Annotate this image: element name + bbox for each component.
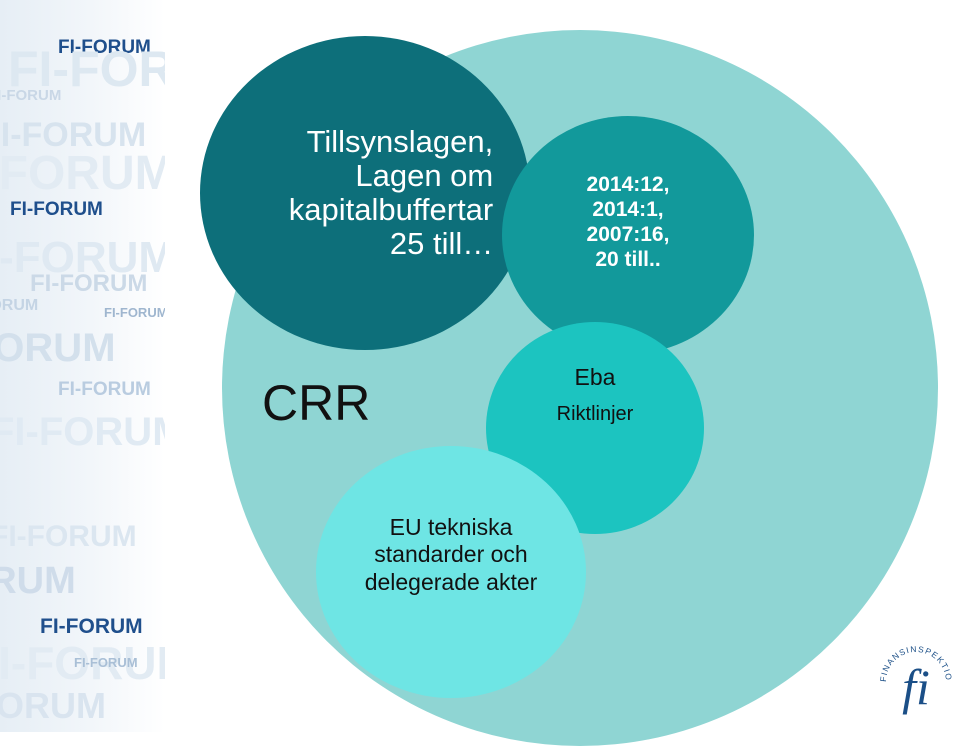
- watermark-text: FI-FORUM: [0, 410, 165, 454]
- watermark-text: FI-FORUM: [8, 41, 165, 97]
- regulations-label: 2014:12, 2014:1, 2007:16, 20 till..: [586, 172, 670, 272]
- watermark: FI-FORUM: [0, 562, 76, 600]
- watermark: FI-FORUM: [0, 688, 106, 724]
- watermark-text: FI-FORUM: [0, 297, 39, 314]
- logo-monogram: fi: [902, 659, 930, 715]
- watermark: FI-FORUM: [0, 118, 146, 152]
- watermark-text: FI-FORUM: [10, 199, 103, 220]
- watermark-text: FI-FORUM: [0, 326, 116, 370]
- finansinspektionen-logo: FINANSINSPEKTIONEN fi: [876, 622, 953, 715]
- national-law-label: Tillsynslagen, Lagen om kapitalbuffertar…: [288, 123, 494, 262]
- watermark: FI-FORUM: [30, 272, 147, 296]
- watermark: FI-FORUM: [0, 88, 61, 103]
- watermark: FI-FORUM: [10, 200, 103, 219]
- watermark-text: FI-FORUM: [104, 305, 165, 320]
- watermark-text: FI-FORUM: [30, 270, 148, 297]
- eu-standards-label: EU tekniska standarder och delegerade ak…: [364, 513, 538, 595]
- watermark-text: FI-FORUM: [0, 233, 165, 282]
- eba-title: Eba: [574, 364, 616, 390]
- watermark: FI-FORUM: [40, 616, 143, 637]
- watermark: FI-FORUM: [0, 640, 165, 686]
- watermark: FI-FORUM: [104, 306, 165, 319]
- watermark-text: FI-FORUM: [0, 685, 106, 726]
- watermark-text: FI-FORUM: [0, 116, 147, 154]
- watermark: FI-FORUM: [0, 522, 137, 552]
- watermark-text: FI-FORUM: [74, 655, 138, 670]
- watermark-text: FI-FORUM: [0, 147, 165, 200]
- watermark: FI-FORUM: [0, 328, 116, 368]
- watermark: FI-FORUM: [8, 44, 165, 94]
- watermark-text: FI-FORUM: [0, 637, 165, 689]
- crr-label: CRR: [262, 375, 371, 431]
- watermark-text: FI-FORUM: [0, 560, 76, 602]
- watermark: FI-FORUM: [0, 412, 165, 452]
- watermark: FI-FORUM: [58, 380, 151, 399]
- watermark: FI-FORUM: [0, 298, 38, 314]
- watermark: FI-FORUM: [0, 150, 165, 198]
- watermark: FI-FORUM: [74, 656, 138, 669]
- watermark-text: FI-FORUM: [0, 520, 137, 553]
- watermark-text: FI-FORUM: [58, 37, 151, 58]
- watermark-text: FI-FORUM: [58, 379, 151, 400]
- watermark: FI-FORUM: [0, 236, 165, 280]
- eba-subtitle: Riktlinjer: [556, 403, 634, 425]
- watermark-text: FI-FORUM: [0, 87, 62, 104]
- regulations-circle: 2014:12, 2014:1, 2007:16, 20 till..: [502, 116, 754, 354]
- eu-standards-circle: EU tekniska standarder och delegerade ak…: [316, 446, 586, 698]
- national-law-circle: Tillsynslagen, Lagen om kapitalbuffertar…: [200, 36, 530, 350]
- fi-forum-sidebar: FI-FORUM FI-FORUM FI-FORUM FI-FORUM FI-F…: [0, 0, 165, 732]
- watermark: FI-FORUM: [58, 38, 151, 57]
- watermark-text: FI-FORUM: [40, 615, 143, 638]
